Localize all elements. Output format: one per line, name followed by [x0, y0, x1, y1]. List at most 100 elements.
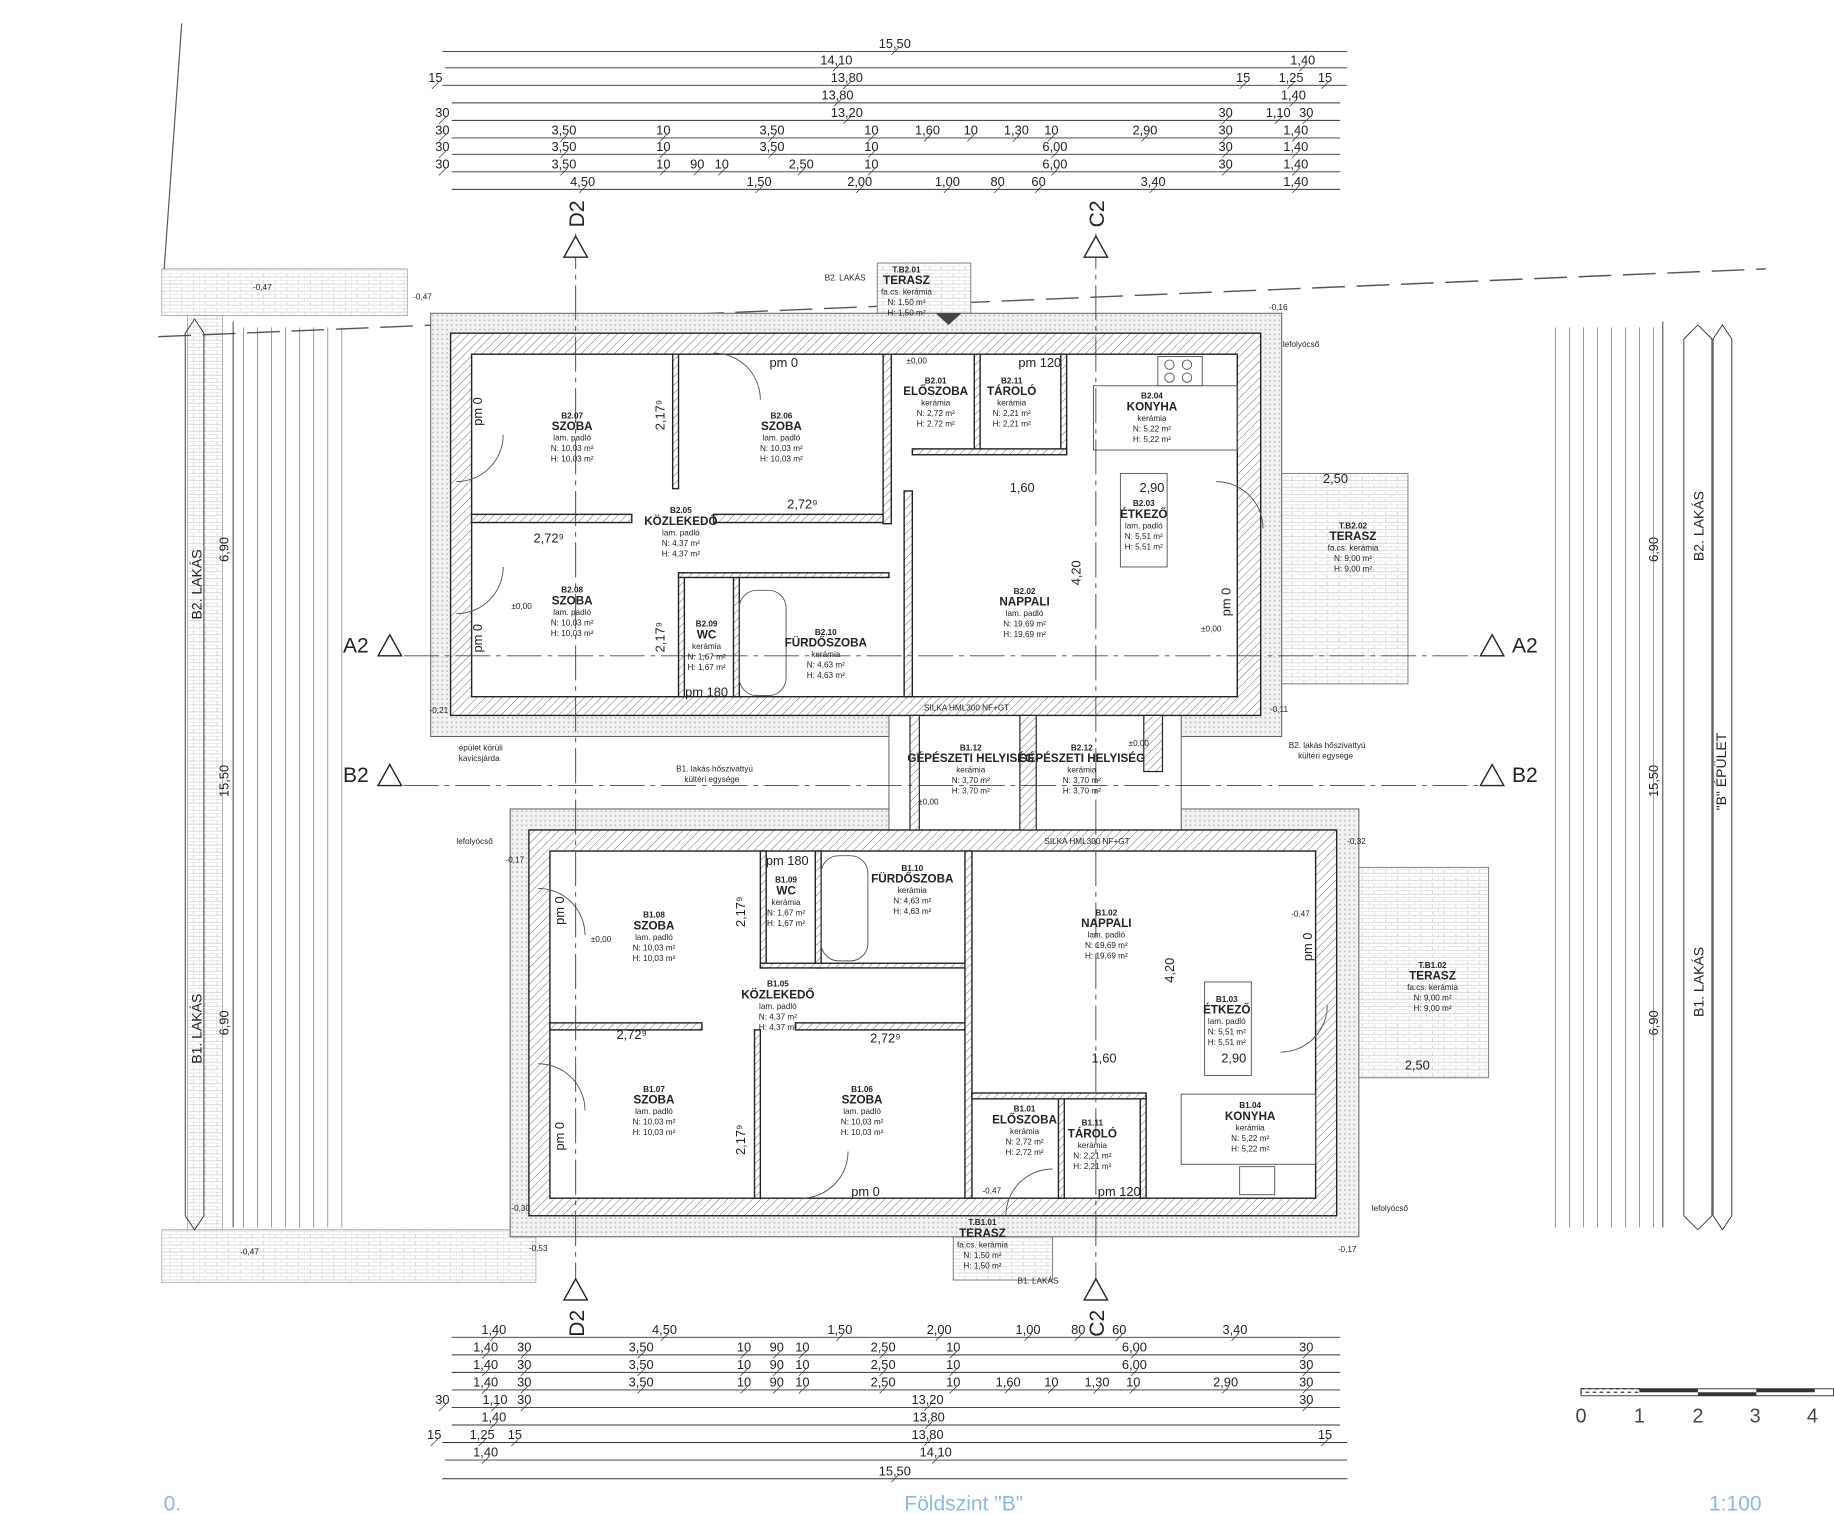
inner-dimension: 2,72⁹	[534, 530, 565, 545]
room-name: TERASZ	[883, 274, 930, 287]
dimension-tick	[560, 134, 568, 142]
level-mark: -0,47	[413, 292, 432, 301]
dimension-label: 15,50	[879, 36, 911, 51]
inner-dimension: 2,72⁹	[787, 497, 818, 512]
level-mark: -0,32	[1347, 837, 1366, 846]
dimension-tick	[438, 168, 447, 176]
dimension-tick	[491, 1403, 499, 1412]
dimension-label: 1,40	[481, 1409, 506, 1424]
scale-bar	[1580, 1388, 1834, 1397]
dimension-tick	[438, 134, 447, 142]
room-floor-material: lam. padló	[635, 933, 673, 942]
dimension-label: 30	[1218, 105, 1232, 120]
dimension-label: 10	[656, 139, 670, 154]
room-net-area: N: 1,50 m²	[963, 1251, 1001, 1260]
axis-label-a2-left: A2	[343, 634, 369, 657]
dimension-label: 60	[1031, 174, 1045, 189]
dimension-tick	[1289, 99, 1298, 107]
b1-bathtub	[820, 855, 869, 962]
dimension-label: 90	[690, 156, 704, 171]
room-gross-area: H: 5,51 m²	[1208, 1038, 1246, 1047]
room-net-area: N: 10,03 m²	[760, 444, 803, 453]
room-gross-area: H: 10,03 m²	[841, 1128, 884, 1137]
level-mark: -0,30	[511, 1204, 530, 1213]
room-id: B1.10	[901, 864, 923, 873]
room-name: SZOBA	[552, 594, 593, 607]
dimension-label: 10	[964, 122, 978, 137]
dimension-tick	[740, 1351, 748, 1359]
room-floor-material: kerámia	[921, 399, 951, 408]
dimension-label: 1,60	[996, 1374, 1021, 1389]
dimension-label: 30	[435, 156, 449, 171]
dimension-tick	[931, 1456, 940, 1464]
level-mark: ±0,00	[1201, 624, 1222, 633]
dimension-label: 1,40	[473, 1445, 498, 1460]
scale-tick-4: 4	[1807, 1406, 1818, 1428]
room-id: B2.12	[1071, 743, 1093, 752]
dimension-label: 30	[517, 1374, 531, 1389]
dimension-label: 1,40	[1283, 139, 1308, 154]
annotation-text: kavicsjárda	[459, 754, 500, 763]
room-id: B1.12	[960, 743, 982, 752]
dimension-tick	[478, 1438, 486, 1447]
room-net-area: N: 2,72 m²	[917, 409, 955, 418]
terrace-t-b2-02	[1260, 472, 1409, 685]
room-net-area: N: 19,69 m²	[1003, 620, 1046, 629]
room-gross-area: H: 1,67 m²	[767, 919, 805, 928]
dimension-tick	[520, 1351, 528, 1359]
room-id: T.B2.01	[892, 265, 921, 274]
room-id: B2.03	[1133, 499, 1155, 508]
dimension-label: 90	[770, 1374, 784, 1389]
dimension-tick	[1287, 81, 1295, 90]
dimension-label: 1,50	[747, 174, 772, 189]
level-mark: -0,16	[1269, 303, 1288, 312]
dimension-tick	[438, 116, 447, 125]
dimension-tick	[1302, 1386, 1311, 1394]
dimension-label-vertical: 6,90	[216, 537, 231, 562]
dimension-label: 1,30	[1085, 1374, 1110, 1389]
dimension-tick	[1231, 1333, 1239, 1342]
dimension-tick	[438, 1403, 447, 1412]
room-id: T.B2.02	[1339, 521, 1368, 530]
b2-bathtub	[738, 589, 787, 697]
inner-dimension: 2,50	[1323, 471, 1348, 486]
room-floor-material: kerámia	[692, 642, 722, 651]
room-name: ÉTKEZŐ	[1203, 1004, 1250, 1017]
room-id: B2.02	[1014, 587, 1036, 596]
room-id: T.B1.01	[968, 1218, 997, 1227]
room-id: T.B1.02	[1418, 961, 1447, 970]
room-floor-material: kerámia	[1236, 1123, 1266, 1132]
dimension-tick	[772, 1368, 781, 1377]
annotation-text: B1. LAKÁS	[1018, 1276, 1059, 1286]
axis-label-c2-top: C2	[1086, 200, 1109, 227]
room-net-area: N: 4,37 m²	[662, 539, 700, 548]
section-marker-b2-right	[1479, 763, 1506, 787]
room-net-area: N: 9,00 m²	[1413, 994, 1451, 1003]
dimension-tick	[1034, 185, 1043, 194]
dimension-tick	[1130, 1368, 1139, 1377]
dimension-tick	[1302, 1368, 1311, 1377]
dimension-label: 30	[1299, 105, 1313, 120]
dimension-label-vertical: 6,90	[216, 1010, 231, 1035]
level-mark: -0,47	[1291, 909, 1310, 918]
dimension-label: 30	[435, 122, 449, 137]
dimension-label: 30	[517, 1392, 531, 1407]
dimension-label: 3,50	[551, 122, 576, 137]
room-floor-material: lam. padló	[553, 608, 591, 617]
dimension-tick	[481, 1386, 490, 1394]
section-marker-a2-left	[376, 633, 403, 657]
level-mark: -0,21	[430, 706, 449, 715]
dimension-label: 13,20	[911, 1392, 943, 1407]
room-gross-area: H: 1,67 m²	[688, 663, 726, 672]
level-mark: -0,47	[253, 283, 272, 292]
dimension-tick	[768, 150, 776, 159]
